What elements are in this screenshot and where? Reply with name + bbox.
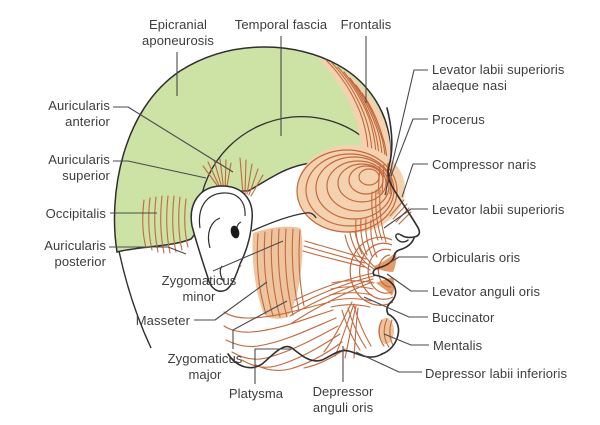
platysma-muscle: [223, 301, 346, 371]
label-zygomaticus-minor: Zygomaticus minor: [161, 273, 237, 304]
face-profile: [227, 107, 421, 369]
label-levator-anguli-oris: Levator anguli oris: [432, 284, 541, 299]
label-temporal-fascia: Temporal fascia: [234, 17, 328, 32]
mentalis-muscle: [378, 318, 394, 348]
leader-lines: [109, 36, 429, 384]
temporal-fascia-line: [198, 116, 378, 213]
label-auricularis-superior: Auricularis superior: [48, 152, 110, 183]
label-mentalis: Mentalis: [433, 338, 483, 353]
label-frontalis: Frontalis: [340, 17, 392, 32]
depressor-anguli-oris-muscle: [323, 301, 359, 359]
label-depressor-anguli-oris: Depressor anguli oris: [312, 384, 374, 415]
label-compressor-naris: Compressor naris: [432, 157, 537, 172]
orbicularis-oris-muscle: [349, 236, 394, 306]
label-buccinator: Buccinator: [432, 310, 495, 325]
procerus-muscle: [377, 162, 393, 196]
label-procerus: Procerus: [432, 112, 485, 127]
neck-line: [118, 250, 152, 349]
mouth-region: [349, 236, 397, 348]
label-depressor-labii-inferioris: Depressor labii inferioris: [425, 366, 568, 381]
label-auricularis-anterior: Auricularis anterior: [48, 98, 110, 129]
zygomaticus-minor-muscle: [302, 240, 367, 268]
label-masseter: Masseter: [135, 313, 190, 328]
label-platysma: Platysma: [228, 386, 284, 401]
midface-muscles: [302, 162, 412, 271]
ear: [190, 185, 253, 292]
ear-canal: [230, 225, 240, 239]
lower-face-muscles: [223, 272, 375, 371]
label-levator-labii-superioris: Levator labii superioris: [432, 202, 565, 217]
masseter-muscle: [251, 212, 317, 319]
compressor-naris-muscle: [389, 199, 412, 225]
label-auricularis-posterior: Auricularis posterior: [44, 238, 106, 269]
auricularis-anterior-muscle: [239, 157, 264, 197]
jaw-outline: [227, 345, 383, 369]
buccinator-muscle: [329, 280, 375, 308]
zygomatic-arch-line: [251, 212, 317, 232]
auricularis-superior-muscle: [202, 158, 232, 193]
label-epicranial-aponeurosis: Epicranial aponeurosis: [142, 17, 214, 48]
orbicularis-oculi-muscle: [296, 145, 405, 233]
occipitalis-muscle: [142, 195, 189, 254]
nostril: [395, 233, 409, 243]
label-occipitalis: Occipitalis: [45, 206, 106, 221]
label-zygomaticus-major: Zygomaticus major: [167, 351, 243, 382]
label-levator-labii-superioris-alaeque-nasi: Levator labii superioris alaeque nasi: [432, 62, 565, 93]
label-orbicularis-oris: Orbicularis oris: [432, 250, 521, 265]
